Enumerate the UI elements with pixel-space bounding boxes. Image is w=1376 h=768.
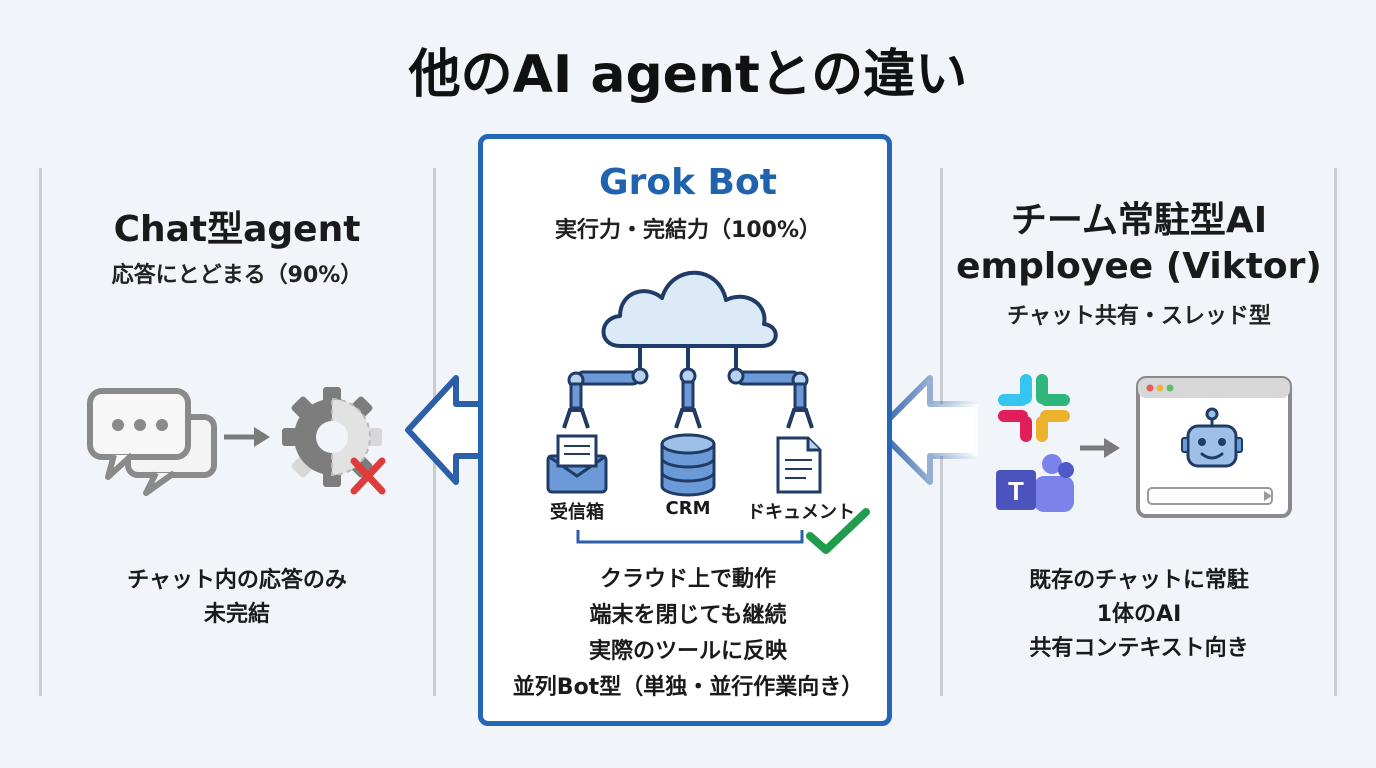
teams-icon: T bbox=[996, 454, 1074, 512]
right-column-title: チーム常駐型AI employee (Viktor) bbox=[944, 198, 1334, 290]
database-icon bbox=[660, 433, 716, 497]
left-column-subtitle: 応答にとどまる（90%） bbox=[111, 263, 363, 288]
left-desc-line: チャット内の応答のみ bbox=[127, 568, 347, 593]
right-desc-line: 既存のチャットに常駐 bbox=[1029, 568, 1249, 593]
grok-feature-line: 並列Bot型（単独・並行作業向き） bbox=[512, 675, 864, 700]
robot-arm-right-icon bbox=[727, 367, 814, 429]
divider-right-outer bbox=[1334, 168, 1337, 696]
grok-feature-line: 実際のツールに反映 bbox=[588, 639, 787, 664]
robot-icon bbox=[1181, 407, 1243, 468]
right-desc-line: 1体のAI bbox=[1096, 602, 1182, 627]
cloud-icon bbox=[601, 270, 778, 348]
left-desc-line: 未完結 bbox=[203, 602, 270, 627]
arrow-left-from-right-icon bbox=[875, 375, 981, 485]
tool-label-inbox: 受信箱 bbox=[550, 502, 604, 523]
right-flow-illustration: T bbox=[996, 374, 1292, 518]
svg-text:T: T bbox=[1008, 476, 1024, 506]
page-title: 他のAI agentとの違い bbox=[408, 45, 968, 105]
left-flow-illustration bbox=[87, 387, 386, 496]
grok-bot-title: Grok Bot bbox=[599, 162, 777, 203]
grok-feature-line: 端末を閉じても継続 bbox=[589, 603, 787, 628]
cloud-robot-arms-illustration bbox=[546, 270, 822, 497]
grok-feature-line: クラウド上で動作 bbox=[599, 567, 776, 592]
right-description: 既存のチャットに常駐 1体のAI 共有コンテキスト向き bbox=[944, 564, 1334, 666]
grok-bot-subtitle: 実行力・完結力（100%） bbox=[555, 218, 821, 243]
right-column-subtitle: チャット共有・スレッド型 bbox=[1007, 304, 1271, 329]
divider-left-outer bbox=[39, 168, 42, 696]
right-title-line: チーム常駐型AI bbox=[1010, 200, 1268, 241]
tools-bracket-and-check bbox=[576, 508, 870, 554]
arrow-left-big-icon bbox=[405, 375, 487, 485]
grok-bot-panel bbox=[478, 134, 892, 726]
inbox-icon bbox=[546, 434, 608, 494]
checkmark-icon bbox=[806, 508, 870, 554]
tool-label-crm: CRM bbox=[665, 498, 711, 519]
arrow-right-icon bbox=[224, 427, 270, 447]
arrow-right-icon bbox=[1080, 438, 1120, 458]
robot-arm-left-icon bbox=[562, 367, 649, 429]
cross-icon bbox=[350, 457, 386, 495]
grok-bot-features: クラウド上で動作 端末を閉じても継続 実際のツールに反映 並列Bot型（単独・並… bbox=[478, 562, 898, 706]
right-desc-line: 共有コンテキスト向き bbox=[1029, 636, 1249, 661]
document-icon bbox=[776, 436, 822, 494]
left-description: チャット内の応答のみ 未完結 bbox=[42, 564, 432, 632]
slack-icon bbox=[998, 374, 1070, 442]
robot-arm-center-icon bbox=[674, 367, 702, 429]
right-title-line: employee (Viktor) bbox=[956, 246, 1322, 287]
chat-bubble-icon bbox=[87, 388, 191, 480]
left-column-title: Chat型agent bbox=[113, 209, 361, 250]
tool-label-documents: ドキュメント bbox=[747, 502, 855, 523]
